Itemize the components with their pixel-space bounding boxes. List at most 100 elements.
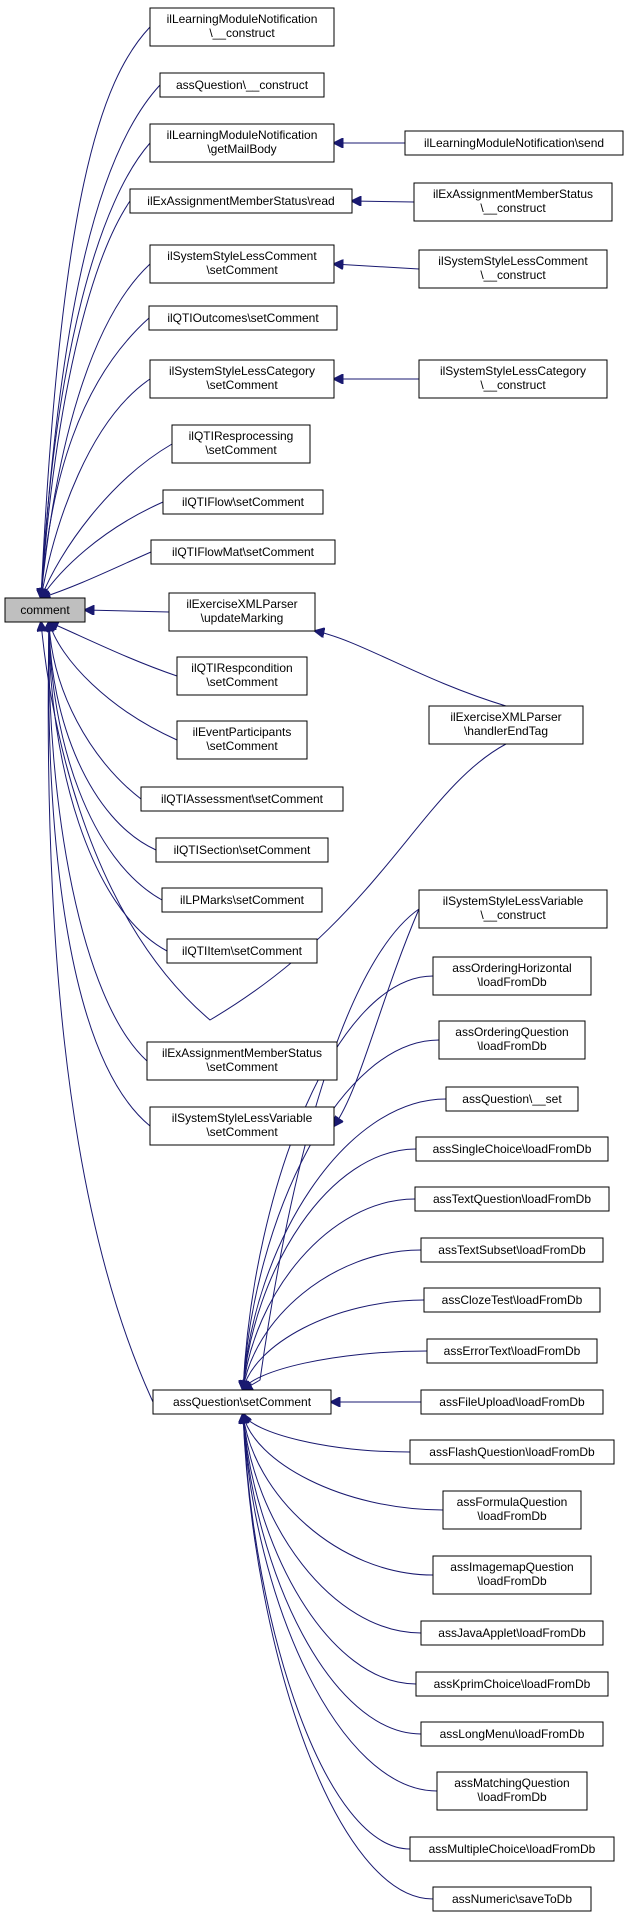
node-exml-handlerendtag[interactable]: ilExerciseXMLParser\handlerEndTag — [428, 705, 584, 745]
edge-eams_setcomment-to-comment — [49, 622, 148, 1062]
node-qtisection-setcomment[interactable]: ilQTISection\setComment — [155, 837, 329, 863]
edge-qtiassess_setcomment-to-comment — [49, 622, 142, 800]
node-label: ilQTIItem\setComment — [182, 944, 303, 958]
node-sslcat-construct[interactable]: ilSystemStyleLessCategory\__construct — [418, 359, 608, 399]
node-amq-loadfromdb[interactable]: assMatchingQuestion\loadFromDb — [436, 1771, 588, 1811]
node-label: assQuestion\__construct — [176, 78, 309, 92]
node-atq-loadfromdb[interactable]: assTextQuestion\loadFromDb — [414, 1186, 610, 1212]
node-lmn-getmailbody[interactable]: ilLearningModuleNotification\getMailBody — [149, 123, 335, 163]
node-eams-construct[interactable]: ilExAssignmentMemberStatus\__construct — [413, 182, 613, 222]
node-asc-loadfromdb[interactable]: assSingleChoice\loadFromDb — [415, 1136, 609, 1162]
edge-line — [243, 1414, 434, 1576]
node-label: \setComment — [206, 739, 278, 753]
edge-atq_loadfromdb-to-aq_setcomment — [243, 1198, 416, 1390]
node-label: ilQTIRespcondition — [191, 661, 292, 675]
node-ats-loadfromdb[interactable]: assTextSubset\loadFromDb — [420, 1237, 604, 1263]
node-box — [420, 1620, 604, 1646]
edge-line — [243, 1414, 438, 1792]
node-sslcat-setcomment[interactable]: ilSystemStyleLessCategory\setComment — [149, 359, 335, 399]
node-qtiitem-setcomment[interactable]: ilQTIItem\setComment — [166, 938, 318, 964]
node-box — [442, 1490, 582, 1530]
node-sslc-construct[interactable]: ilSystemStyleLessComment\__construct — [418, 249, 608, 289]
edge-anum_savetodb-to-aq_setcomment — [243, 1414, 434, 1900]
node-label: ilLearningModuleNotification\send — [424, 136, 604, 150]
node-label: ilQTIFlowMat\setComment — [172, 545, 315, 559]
node-label: ilSystemStyleLessVariable — [172, 1111, 313, 1125]
node-label: \setComment — [206, 263, 278, 277]
node-akc-loadfromdb[interactable]: assKprimChoice\loadFromDb — [415, 1671, 609, 1697]
node-label: ilExerciseXMLParser — [450, 710, 561, 724]
node-evpart-setcomment[interactable]: ilEventParticipants\setComment — [176, 720, 308, 760]
edge-line — [243, 1249, 422, 1390]
node-exml-updatemarking[interactable]: ilExerciseXMLParser\updateMarking — [168, 592, 316, 632]
node-sslv-setcomment[interactable]: ilSystemStyleLessVariable\setComment — [149, 1106, 335, 1146]
node-qtiflowmat-setcomment[interactable]: ilQTIFlowMat\setComment — [150, 539, 336, 565]
node-qtiflow-setcomment[interactable]: ilQTIFlow\setComment — [162, 489, 324, 515]
node-label: ilLearningModuleNotification — [167, 12, 318, 26]
edge-line — [49, 622, 151, 1127]
node-qtiresp-setcomment[interactable]: ilQTIResprocessing\setComment — [171, 424, 311, 464]
node-label: assSingleChoice\loadFromDb — [433, 1142, 592, 1156]
node-eams-read[interactable]: ilExAssignmentMemberStatus\read — [129, 188, 353, 214]
node-qtirespcond-setcomment[interactable]: ilQTIRespcondition\setComment — [176, 656, 308, 696]
node-sslv-construct[interactable]: ilSystemStyleLessVariable\__construct — [418, 889, 608, 929]
node-box — [420, 1389, 604, 1415]
node-label: \handlerEndTag — [464, 724, 548, 738]
edge-sslc_construct-to-sslc_setcomment — [334, 264, 420, 269]
node-lmn-send[interactable]: ilLearningModuleNotification\send — [404, 130, 624, 156]
node-comment[interactable]: comment — [4, 597, 86, 623]
node-aja-loadfromdb[interactable]: assJavaApplet\loadFromDb — [420, 1620, 604, 1646]
node-qtio-setcomment[interactable]: ilQTIOutcomes\setComment — [148, 305, 338, 331]
node-label: assMultipleChoice\loadFromDb — [429, 1842, 596, 1856]
node-eams-setcomment[interactable]: ilExAssignmentMemberStatus\setComment — [146, 1041, 338, 1081]
node-alm-loadfromdb[interactable]: assLongMenu\loadFromDb — [420, 1721, 604, 1747]
edge-akc_loadfromdb-to-aq_setcomment — [243, 1414, 417, 1685]
node-amc-loadfromdb[interactable]: assMultipleChoice\loadFromDb — [409, 1836, 615, 1862]
node-aformq-loadfromdb[interactable]: assFormulaQuestion\loadFromDb — [442, 1490, 582, 1530]
node-aq-construct[interactable]: assQuestion\__construct — [159, 72, 325, 98]
node-afu-loadfromdb[interactable]: assFileUpload\loadFromDb — [420, 1389, 604, 1415]
node-box — [149, 123, 335, 163]
edge-line — [41, 551, 152, 598]
node-aet-loadfromdb[interactable]: assErrorText\loadFromDb — [426, 1338, 598, 1364]
node-act-loadfromdb[interactable]: assClozeTest\loadFromDb — [423, 1287, 601, 1313]
node-box — [161, 887, 323, 913]
node-aoh-loadfromdb[interactable]: assOrderingHorizontal\loadFromDb — [432, 956, 592, 996]
node-anum-savetodb[interactable]: assNumeric\saveToDb — [432, 1886, 592, 1912]
node-afq-loadfromdb[interactable]: assFlashQuestion\loadFromDb — [409, 1439, 615, 1465]
node-box — [409, 1836, 615, 1862]
node-label: \setComment — [206, 378, 278, 392]
node-box — [426, 1338, 598, 1364]
node-aoq-loadfromdb[interactable]: assOrderingQuestion\loadFromDb — [438, 1020, 586, 1060]
node-label: assOrderingHorizontal — [452, 961, 571, 975]
node-box — [149, 1106, 335, 1146]
edge-eams_read-to-comment — [41, 200, 131, 598]
edge-line — [48, 622, 154, 1403]
node-label: ilQTIOutcomes\setComment — [167, 311, 319, 325]
edge-alm_loadfromdb-to-aq_setcomment — [243, 1414, 422, 1735]
node-box — [4, 597, 86, 623]
node-box — [176, 720, 308, 760]
node-qtiassess-setcomment[interactable]: ilQTIAssessment\setComment — [140, 786, 344, 812]
node-lpmarks-setcomment[interactable]: ilLPMarks\setComment — [161, 887, 323, 913]
edge-line — [41, 142, 151, 598]
node-aq-setcomment[interactable]: assQuestion\setComment — [152, 1389, 332, 1415]
node-box — [155, 837, 329, 863]
edge-line — [243, 908, 420, 1390]
node-label: \updateMarking — [201, 611, 284, 625]
node-aq-set[interactable]: assQuestion\__set — [445, 1086, 579, 1112]
node-box — [432, 1555, 592, 1595]
node-sslc-setcomment[interactable]: ilSystemStyleLessComment\setComment — [149, 244, 335, 284]
node-aimq-loadfromdb[interactable]: assImagemapQuestion\loadFromDb — [432, 1555, 592, 1595]
node-box — [413, 182, 613, 222]
node-box — [415, 1671, 609, 1697]
edge-asc_loadfromdb-to-aq_setcomment — [243, 1148, 417, 1390]
node-lmn-construct[interactable]: ilLearningModuleNotification\__construct — [149, 7, 335, 47]
node-label: ilExAssignmentMemberStatus — [162, 1046, 322, 1060]
node-box — [420, 1237, 604, 1263]
edge-line — [49, 622, 142, 800]
node-label: \loadFromDb — [477, 1574, 547, 1588]
node-label: assFlashQuestion\loadFromDb — [429, 1445, 595, 1459]
edge-aq_set-to-aq_setcomment — [243, 1098, 447, 1390]
